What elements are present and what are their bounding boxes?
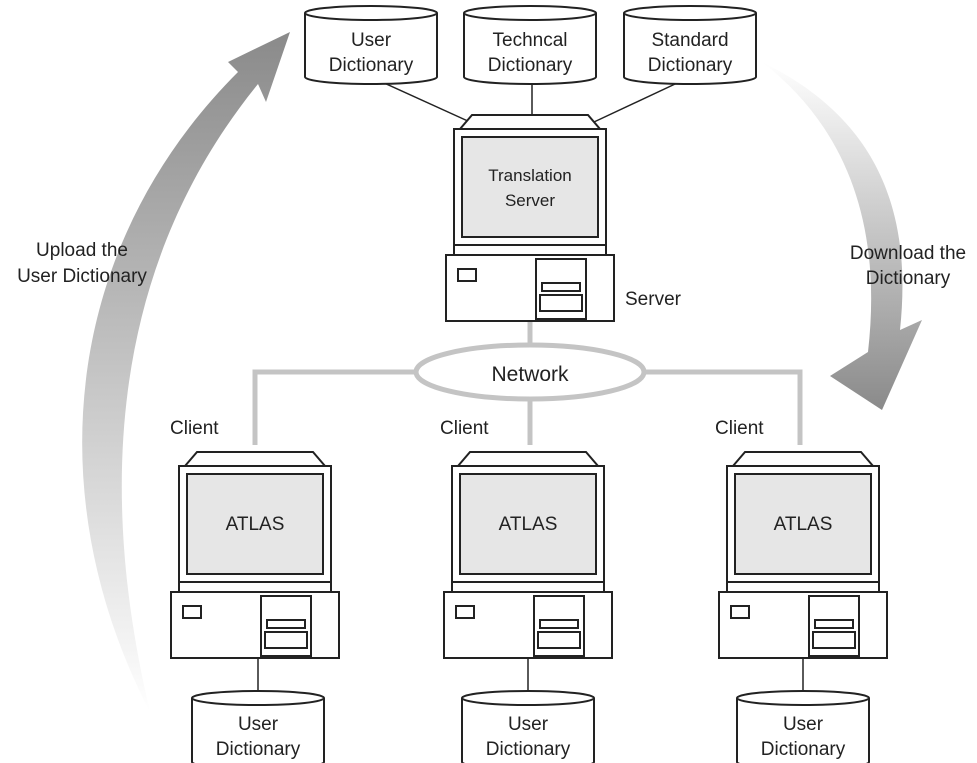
user-dictionary-top-line2: Dictionary [329, 55, 414, 76]
client-1-screen-text: ATLAS [226, 514, 285, 535]
client-3-label: Client [715, 418, 764, 439]
client-3-dict-line1: User [783, 714, 824, 735]
user-dictionary-top-line1: User [351, 30, 392, 51]
client-2-dict-line1: User [508, 714, 549, 735]
client-1-dict-line2: Dictionary [216, 739, 301, 760]
upload-label: Upload the User Dictionary [17, 240, 147, 287]
standard-dictionary-line1: Standard [651, 30, 728, 51]
network: Network [413, 342, 647, 402]
client-2-label: Client [440, 418, 489, 439]
upload-label-line1: Upload the [36, 240, 128, 261]
client-1: ATLAS [170, 451, 340, 659]
standard-dictionary-line2: Dictionary [648, 55, 733, 76]
server-screen-line2: Server [505, 191, 555, 210]
network-lines [252, 318, 803, 445]
user-dictionary-top: User Dictionary [304, 5, 438, 85]
download-label-line2: Dictionary [866, 268, 951, 289]
client-2-user-dictionary: User Dictionary [461, 690, 595, 763]
client-1-label: Client [170, 418, 219, 439]
technical-dictionary-line2: Dictionary [488, 55, 573, 76]
client-1-user-dictionary: User Dictionary [191, 690, 325, 763]
technical-dictionary-line1: Techncal [493, 30, 568, 51]
network-label: Network [491, 363, 569, 386]
download-arrow-icon [762, 62, 922, 410]
download-label-line1: Download the [850, 243, 966, 264]
technical-dictionary: Techncal Dictionary [463, 5, 597, 85]
client-3: ATLAS [718, 451, 888, 659]
translation-server: Translation Server [445, 114, 615, 322]
client-2-screen-text: ATLAS [499, 514, 558, 535]
download-label: Download the Dictionary [850, 243, 966, 289]
client-1-dict-line1: User [238, 714, 279, 735]
upload-label-line2: User Dictionary [17, 266, 147, 287]
client-2-dict-line2: Dictionary [486, 739, 571, 760]
server-screen-line1: Translation [488, 166, 571, 185]
client-3-user-dictionary: User Dictionary [736, 690, 870, 763]
client-2: ATLAS [443, 451, 613, 659]
upload-arrow-icon [82, 32, 290, 712]
server-label: Server [625, 289, 682, 310]
client-3-screen-text: ATLAS [774, 514, 833, 535]
client-3-dict-line2: Dictionary [761, 739, 846, 760]
standard-dictionary: Standard Dictionary [623, 5, 757, 85]
